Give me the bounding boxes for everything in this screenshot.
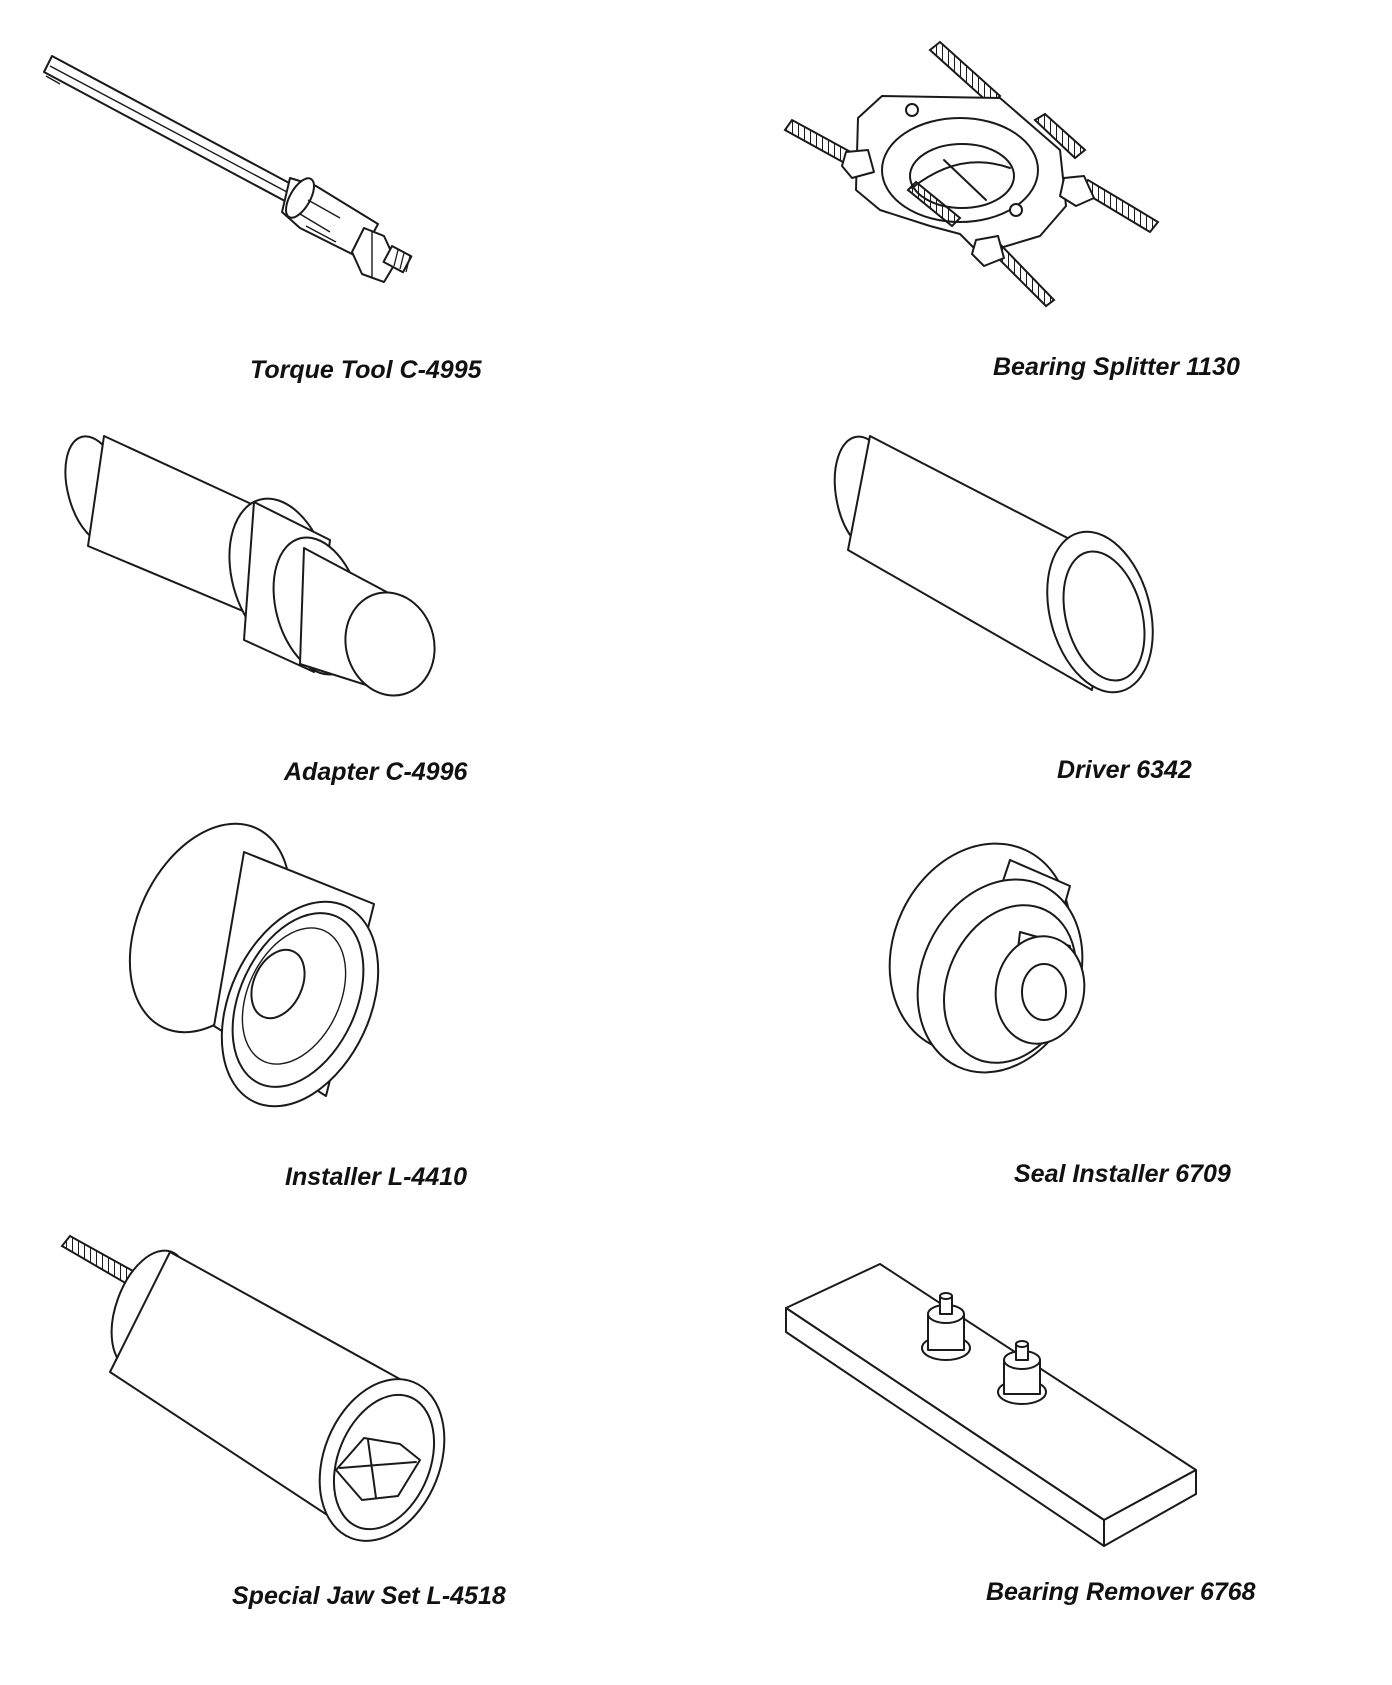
seal-installer-drawing xyxy=(888,842,1086,1074)
special-jaw-set-caption: Special Jaw Set L-4518 xyxy=(232,1582,506,1610)
adapter-drawing xyxy=(64,435,436,697)
special-jaw-set-drawing xyxy=(60,1234,446,1542)
torque-tool-drawing xyxy=(43,55,413,283)
seal-installer-caption: Seal Installer 6709 xyxy=(1014,1160,1231,1188)
adapter-caption: Adapter C-4996 xyxy=(284,758,468,786)
bearing-remover-caption: Bearing Remover 6768 xyxy=(986,1578,1256,1606)
installer-drawing xyxy=(128,822,380,1108)
bearing-splitter-drawing xyxy=(783,40,1160,308)
bearing-splitter-caption: Bearing Splitter 1130 xyxy=(993,353,1240,381)
torque-tool-caption: Torque Tool C-4995 xyxy=(250,356,482,384)
bearing-remover-drawing xyxy=(785,1263,1197,1547)
installer-caption: Installer L-4410 xyxy=(285,1163,468,1191)
driver-caption: Driver 6342 xyxy=(1057,756,1192,784)
driver-drawing xyxy=(833,435,1154,694)
